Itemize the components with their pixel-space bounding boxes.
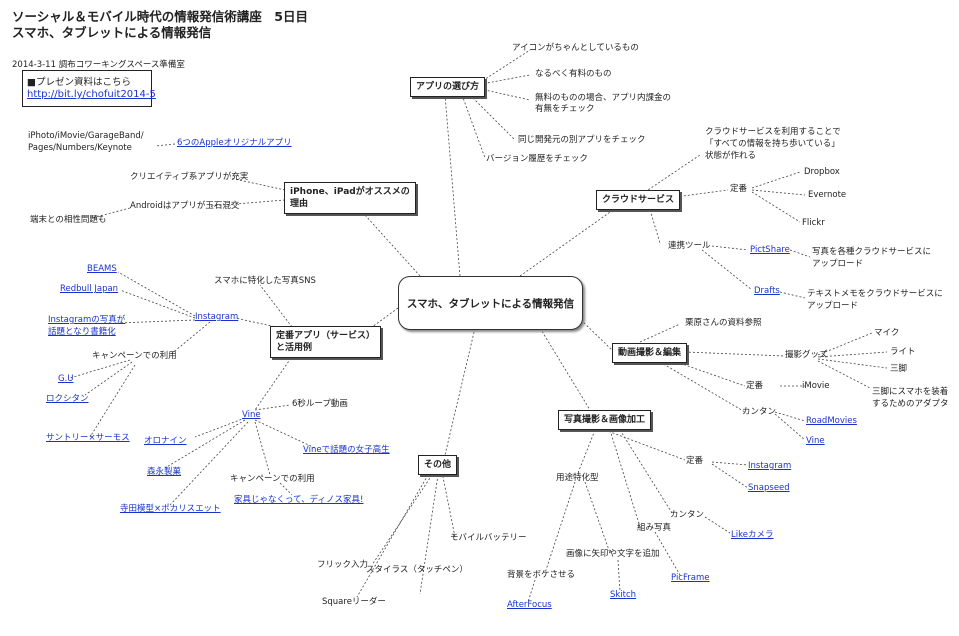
branch-other[interactable]: その他 bbox=[418, 455, 458, 475]
video-ref: 栗原さんの資料参照 bbox=[685, 318, 762, 328]
apps-item-developer: 同じ開発元の別アプリをチェック bbox=[518, 135, 646, 145]
iphone-compat: 端末との相性問題も bbox=[30, 215, 107, 225]
branch-sns-line2: と活用例 bbox=[276, 343, 313, 353]
photo-likecamera-link[interactable]: Likeカメラ bbox=[731, 530, 774, 540]
video-tripod: 三脚 bbox=[890, 364, 908, 374]
video-mic: マイク bbox=[874, 328, 900, 338]
center-node[interactable]: スマホ、タブレットによる情報発信 bbox=[398, 276, 583, 330]
video-adapter-2: するためのアダプタ bbox=[872, 399, 949, 409]
sns-loccitane-link[interactable]: ロクシタン bbox=[46, 394, 89, 404]
page-title: ソーシャル＆モバイル時代の情報発信術講座 5日目 bbox=[12, 9, 308, 24]
video-vine-link[interactable]: Vine bbox=[806, 436, 825, 446]
photo-standard: 定番 bbox=[686, 456, 704, 466]
sns-gu-link[interactable]: G.U bbox=[58, 374, 74, 384]
page-subtitle: スマホ、タブレットによる情報発信 bbox=[12, 25, 212, 40]
video-standard: 定番 bbox=[746, 381, 764, 391]
other-square: Squareリーダー bbox=[322, 597, 386, 607]
photo-snapseed-link[interactable]: Snapseed bbox=[748, 483, 790, 493]
photo-afterfocus-link[interactable]: AfterFocus bbox=[507, 600, 552, 610]
other-stylus: スタイラス（タッチペン） bbox=[366, 565, 468, 575]
photo-easy: カンタン bbox=[670, 510, 705, 520]
cloud-evernote: Evernote bbox=[808, 190, 847, 200]
other-flick: フリック入力 bbox=[317, 560, 369, 570]
center-label: スマホ、タブレットによる情報発信 bbox=[406, 298, 575, 310]
sns-beams-link[interactable]: BEAMS bbox=[87, 264, 117, 274]
iphone-apple-list-1: iPhoto/iMovie/GarageBand/ bbox=[28, 131, 144, 141]
video-goods: 撮影グッズ bbox=[785, 350, 828, 360]
cloud-pictshare-desc-2: アップロード bbox=[812, 259, 864, 269]
branch-video[interactable]: 動画撮影＆編集 bbox=[612, 343, 688, 363]
branch-cloud[interactable]: クラウドサービス bbox=[596, 190, 681, 210]
cloud-pictshare-link[interactable]: PictShare bbox=[750, 245, 790, 255]
iphone-apple-apps-link[interactable]: 6つのAppleオリジナルアプリ bbox=[177, 138, 292, 148]
cloud-dropbox: Dropbox bbox=[804, 167, 840, 177]
sns-insta-topic-link-1[interactable]: Instagramの写真が bbox=[48, 315, 126, 325]
presentation-box: ■プレゼン資料はこちら http://bit.ly/chofuit2014-5 bbox=[22, 70, 156, 107]
video-imovie: iMovie bbox=[802, 381, 830, 391]
cloud-flickr: Flickr bbox=[802, 218, 825, 228]
sns-instagram-link[interactable]: Instagram bbox=[195, 312, 239, 322]
iphone-apple-list-2: Pages/Numbers/Keynote bbox=[28, 143, 132, 153]
cloud-tools: 連携ツール bbox=[668, 241, 711, 251]
photo-skitch-link[interactable]: Skitch bbox=[610, 590, 637, 600]
sns-photo-sns: スマホに特化した写真SNS bbox=[214, 276, 316, 286]
apps-item-version: バージョン履歴をチェック bbox=[486, 154, 588, 164]
sns-campaign: キャンペーンでの利用 bbox=[92, 351, 177, 361]
sns-morinaga-link[interactable]: 森永製菓 bbox=[147, 467, 182, 477]
sns-terada-link[interactable]: 寺田模型×ポカリスエット bbox=[120, 504, 221, 514]
cloud-drafts-desc-2: アップロード bbox=[807, 301, 859, 311]
date-venue: 2014-3-11 調布コワーキングスペース準備室 bbox=[12, 60, 185, 70]
cloud-pictshare-desc-1: 写真を各種クラウドサービスに bbox=[812, 247, 932, 257]
video-roadmovies-link[interactable]: RoadMovies bbox=[806, 416, 857, 426]
presentation-link[interactable]: http://bit.ly/chofuit2014-5 bbox=[27, 89, 156, 100]
branch-iphone-line2: 理由 bbox=[290, 199, 309, 209]
apps-item-icon: アイコンがちゃんとしているもの bbox=[512, 43, 639, 53]
photo-purpose: 用途特化型 bbox=[556, 473, 599, 483]
iphone-creative: クリエイティブ系アプリが充実 bbox=[130, 172, 249, 182]
sns-vine-girl-link[interactable]: Vineで話題の女子高生 bbox=[303, 445, 390, 455]
apps-item-inapp: 有無をチェック bbox=[535, 104, 595, 114]
sns-redbull-link[interactable]: Redbull Japan bbox=[60, 284, 119, 294]
apps-item-paid: なるべく有料のもの bbox=[535, 69, 612, 79]
cloud-desc-3: 状態が作れる bbox=[705, 151, 757, 161]
cloud-drafts-link[interactable]: Drafts bbox=[754, 286, 780, 296]
sns-suntory-link[interactable]: サントリー×サーモス bbox=[46, 433, 130, 443]
branch-photo[interactable]: 写真撮影＆画像加工 bbox=[558, 410, 652, 430]
branch-sns[interactable]: 定番アプリ（サービス） と活用例 bbox=[270, 326, 382, 358]
video-light: ライト bbox=[890, 347, 916, 357]
video-adapter-1: 三脚にスマホを装着 bbox=[872, 387, 949, 397]
presentation-label: ■プレゼン資料はこちら bbox=[27, 77, 131, 88]
cloud-desc-2: 「すべての情報を持ち歩いている」 bbox=[705, 139, 840, 149]
photo-collage: 組み写真 bbox=[637, 523, 672, 533]
branch-iphone[interactable]: iPhone、iPadがオススメの 理由 bbox=[284, 182, 416, 214]
branch-sns-line1: 定番アプリ（サービス） bbox=[276, 331, 376, 341]
cloud-standard: 定番 bbox=[730, 184, 748, 194]
apps-item-free: 無料のものの場合、アプリ内課金の bbox=[535, 93, 672, 103]
sns-vine-campaign: キャンペーンでの利用 bbox=[230, 474, 315, 484]
sns-dinos-link[interactable]: 家具じゃなくって、ディノス家具! bbox=[234, 495, 364, 505]
branch-iphone-line1: iPhone、iPadがオススメの bbox=[290, 187, 410, 197]
photo-picframe-link[interactable]: PicFrame bbox=[671, 573, 710, 583]
sns-loop: 6秒ループ動画 bbox=[292, 399, 348, 409]
photo-instagram-link[interactable]: Instagram bbox=[748, 461, 792, 471]
other-battery: モバイルバッテリー bbox=[450, 533, 527, 543]
sns-insta-topic-link-2[interactable]: 話題となり書籍化 bbox=[48, 327, 116, 337]
cloud-drafts-desc-1: テキストメモをクラウドサービスに bbox=[807, 289, 943, 299]
branch-apps[interactable]: アプリの選び方 bbox=[410, 77, 486, 97]
photo-arrow: 画像に矢印や文字を追加 bbox=[566, 549, 660, 559]
sns-oronine-link[interactable]: オロナイン bbox=[144, 436, 187, 446]
sns-vine-link[interactable]: Vine bbox=[242, 410, 261, 420]
iphone-android: Androidはアプリが玉石混交 bbox=[130, 201, 240, 211]
photo-bokeh: 背景をボケさせる bbox=[507, 570, 576, 580]
cloud-desc-1: クラウドサービスを利用することで bbox=[705, 127, 841, 137]
video-easy: カンタン bbox=[742, 407, 777, 417]
